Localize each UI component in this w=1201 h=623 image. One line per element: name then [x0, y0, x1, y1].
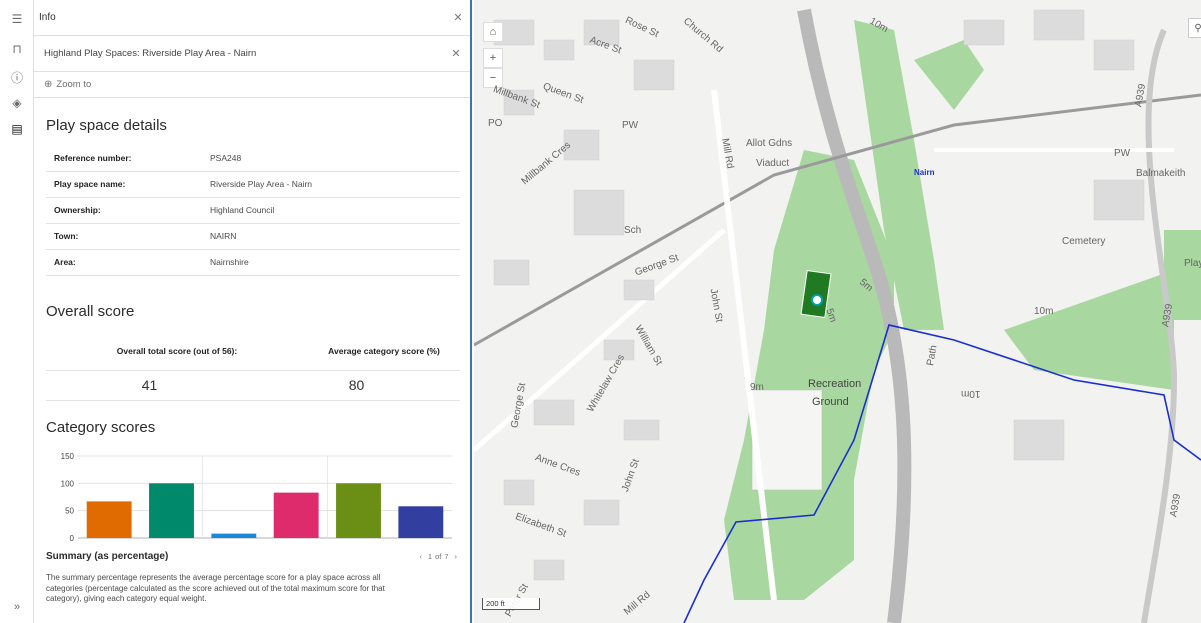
details-value: Highland Council — [210, 197, 460, 224]
george-street — [474, 228, 726, 452]
zoom-in-icon[interactable]: + — [483, 48, 503, 68]
details-key: Ownership: — [46, 197, 210, 224]
expand-rail-button[interactable]: » — [13, 601, 21, 613]
map-label: Nairn — [914, 168, 935, 177]
overall-score-header: Overall total score (out of 56): Average… — [46, 333, 460, 371]
details-row: Play space name:Riverside Play Area - Na… — [46, 171, 460, 198]
details-key: Reference number: — [46, 145, 210, 172]
details-value: Nairnshire — [210, 249, 460, 276]
chart-bar[interactable] — [149, 483, 194, 538]
selected-feature-marker[interactable] — [811, 294, 823, 306]
bookmark-icon[interactable]: ⊓ — [12, 42, 22, 56]
zoom-to-button[interactable]: ⊕ Zoom to — [34, 72, 470, 98]
feature-header: Highland Play Spaces: Riverside Play Are… — [34, 36, 470, 72]
panel-header: Info ✕ — [34, 0, 470, 36]
map-label: PO — [488, 118, 503, 129]
railway-line — [474, 93, 1201, 347]
chart-pager: ‹ 1 of 7 › — [416, 552, 460, 561]
category-scores-heading: Category scores — [46, 418, 156, 436]
scale-bar: 200 ft — [482, 598, 540, 610]
map-label: Playing Field — [1184, 258, 1201, 269]
close-feature-icon[interactable]: ✕ — [451, 48, 461, 60]
playing-field-east — [1164, 230, 1201, 320]
close-panel-icon[interactable]: ✕ — [453, 12, 463, 24]
park-top — [914, 40, 984, 110]
category-chart: 0 50 100 150 — [46, 450, 460, 546]
playing-field-park — [1004, 270, 1174, 390]
details-value: Riverside Play Area - Nairn — [210, 171, 460, 198]
map-label: Recreation — [808, 378, 862, 390]
pager-prev-icon[interactable]: ‹ — [419, 551, 422, 561]
zoom-to-label: Zoom to — [56, 79, 92, 90]
category-chart-svg: 0 50 100 150 — [61, 452, 452, 543]
average-category-label: Average category score (%) — [328, 346, 440, 356]
map-label: Balmakeith — [1136, 168, 1186, 179]
map-label: Cemetery — [1062, 236, 1106, 247]
pager-total: 7 — [444, 551, 449, 561]
map-search-icon[interactable]: ⚲ — [1188, 18, 1201, 38]
side-rail: ☰ ⊓ ⓘ ◈ ▤ » — [0, 0, 34, 623]
details-row: Ownership:Highland Council — [46, 197, 460, 224]
details-row: Town:NAIRN — [46, 223, 460, 250]
chart-bar[interactable] — [211, 533, 257, 538]
details-key: Town: — [46, 223, 210, 250]
zoom-magnifier-icon: ⊕ — [44, 79, 53, 90]
chart-y-tick-label: 50 — [65, 507, 74, 516]
chart-bar[interactable] — [398, 506, 444, 538]
chart-bar[interactable] — [273, 492, 319, 538]
map-canvas[interactable] — [474, 0, 1201, 623]
chart-footer: Summary (as percentage) ‹ 1 of 7 › — [46, 548, 460, 564]
home-icon[interactable]: ⌂ — [483, 22, 503, 42]
river — [797, 8, 912, 623]
chart-bar[interactable] — [336, 483, 381, 538]
panel-title: Info — [39, 12, 56, 23]
average-category-value: 80 — [348, 377, 365, 393]
overall-total-value: 41 — [141, 377, 158, 393]
details-key: Play space name: — [46, 171, 210, 198]
chart-y-tick-label: 100 — [61, 479, 75, 488]
chart-y-tick-label: 0 — [70, 534, 75, 543]
mill-road — [711, 89, 777, 601]
a939-road — [1141, 28, 1178, 623]
pager-next-icon[interactable]: › — [454, 551, 458, 561]
overall-score-values: 41 80 — [46, 371, 460, 401]
map-label: Ground — [812, 396, 849, 408]
pager-current: 1 — [427, 551, 433, 561]
chart-y-tick-label: 150 — [61, 452, 75, 461]
overall-score-heading: Overall score — [46, 302, 135, 320]
play-space-details-heading: Play space details — [46, 117, 167, 134]
chart-description: The summary percentage represents the av… — [46, 573, 385, 603]
popup-icon[interactable]: ▤ — [11, 122, 23, 136]
layers-list-icon[interactable]: ☰ — [11, 12, 23, 26]
details-key: Area: — [46, 249, 210, 276]
map-label: 9m — [750, 382, 764, 393]
map-label: Viaduct — [756, 158, 790, 169]
zoom-out-icon[interactable]: − — [483, 68, 503, 88]
details-row: Area:Nairnshire — [46, 249, 460, 276]
map-label: Allot Gdns — [746, 138, 793, 149]
map-label: Sch — [624, 225, 642, 236]
basemap-icon[interactable]: ◈ — [12, 96, 22, 110]
details-value: PSA248 — [210, 145, 460, 172]
map-label: PW — [1114, 148, 1131, 159]
details-row: Reference number:PSA248 — [46, 145, 460, 172]
park-strip — [854, 20, 944, 330]
chart-summary-title: Summary (as percentage) — [46, 550, 169, 562]
details-value: NAIRN — [210, 223, 460, 250]
map-label: PW — [622, 120, 639, 131]
info-panel: Info ✕ Highland Play Spaces: Riverside P… — [34, 0, 472, 623]
info-icon[interactable]: ⓘ — [10, 70, 23, 85]
feature-title: Highland Play Spaces: Riverside Play Are… — [44, 48, 257, 59]
map-label: 10m — [961, 388, 981, 399]
pager-sep: of — [435, 551, 442, 561]
recreation-pitch — [751, 389, 823, 491]
play-area-polygon — [800, 269, 832, 319]
chart-bar[interactable] — [86, 501, 132, 538]
boundary-line — [683, 324, 1201, 623]
overall-total-label: Overall total score (out of 56): — [116, 346, 238, 356]
map-label: 10m — [1034, 306, 1054, 317]
